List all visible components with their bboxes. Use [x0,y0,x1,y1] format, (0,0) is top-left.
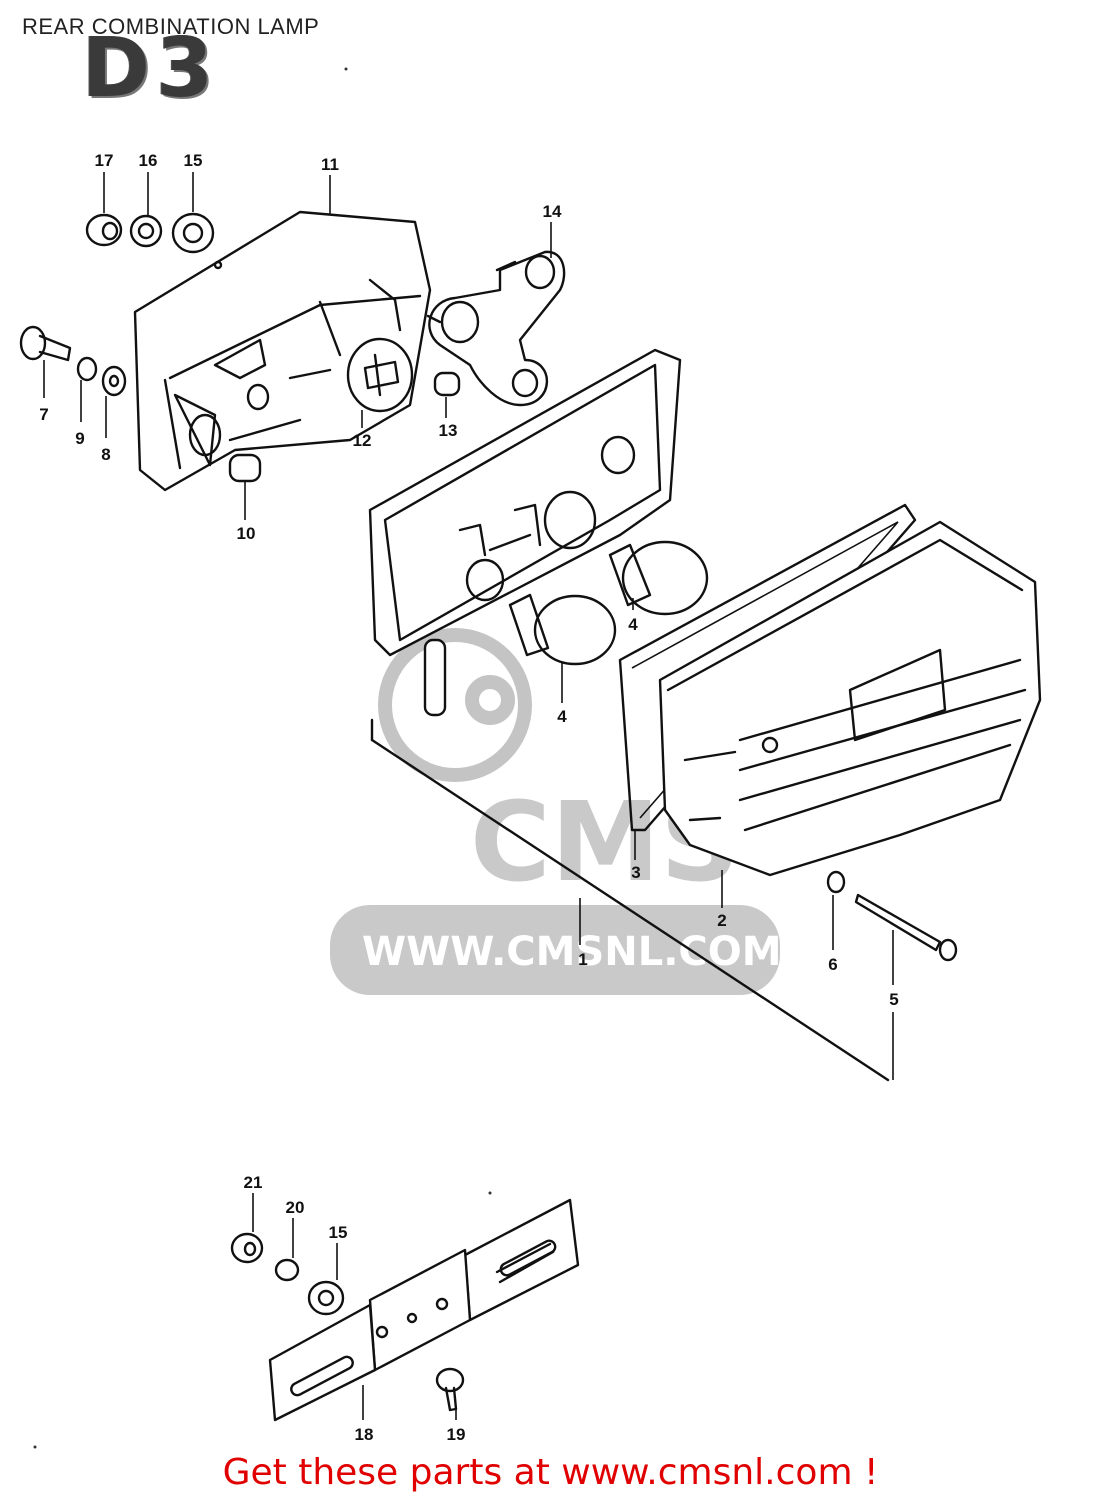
callout-12: 12 [353,431,372,450]
watermark-mascot [378,628,532,782]
bulb-housing-plate [368,348,682,717]
callout-19: 19 [447,1425,466,1444]
callout-21: 21 [244,1173,263,1192]
part-14-bracket [426,250,566,407]
part-6-washer [826,870,846,894]
callout-2: 2 [717,911,726,930]
part-10-grommet [228,453,262,483]
part-13-grommet [433,371,461,397]
callout-13: 13 [439,421,458,440]
callout-15-lower: 15 [329,1223,348,1242]
scan-speck [488,1191,492,1195]
callout-18: 18 [355,1425,374,1444]
callout-3: 3 [631,863,640,882]
callout-7: 7 [39,405,48,424]
callout-8: 8 [101,445,110,464]
callout-11: 11 [321,155,339,174]
part-9-washer [76,356,98,382]
page-title: REAR COMBINATION LAMP [22,14,320,39]
callout-16: 16 [139,151,158,170]
callout-15: 15 [184,151,203,170]
callout-14: 14 [543,202,562,221]
scan-speck [33,1445,37,1449]
callout-17: 17 [95,151,114,170]
callout-5: 5 [889,990,898,1009]
callout-1: 1 [578,950,587,969]
part-18-license-bracket [268,1198,580,1422]
callout-9: 9 [75,429,84,448]
part-12-socket [346,337,414,413]
part-17-nut [85,213,123,247]
watermark-mascot-eye [465,675,515,725]
part-16-spring-washer [129,214,163,248]
part-11-lamp-base [133,210,432,492]
part-4-bulb-lower [508,593,617,666]
part-15-washer [171,212,215,254]
watermark-url-banner [330,905,780,995]
part-21-nut [230,1232,264,1264]
part-19-screw [435,1367,465,1412]
callout-4-lower: 4 [557,707,567,726]
part-7-screw [19,325,72,362]
callouts: 17 16 15 11 14 7 9 8 12 13 10 4 4 3 2 1 … [39,151,898,1444]
leader-lines [43,172,894,1420]
part-15-washer-lower [307,1280,345,1316]
parts-cta-link[interactable]: Get these parts at www.cmsnl.com ! [222,1452,879,1493]
part-2-lens [658,520,1042,877]
callout-10: 10 [237,524,256,543]
part-5-screw [854,893,958,962]
callout-6: 6 [828,955,837,974]
part-8-washer [101,365,127,397]
callout-20: 20 [286,1198,305,1217]
scan-speck [344,67,348,71]
part-20-spring-washer [274,1258,300,1282]
watermark-url: WWW.CMSNL.COM [362,929,782,975]
assembly-outline-part-1 [370,718,890,1082]
section-code: D3 [82,21,220,116]
callout-4-upper: 4 [628,615,638,634]
part-4-bulb-upper [608,540,709,616]
